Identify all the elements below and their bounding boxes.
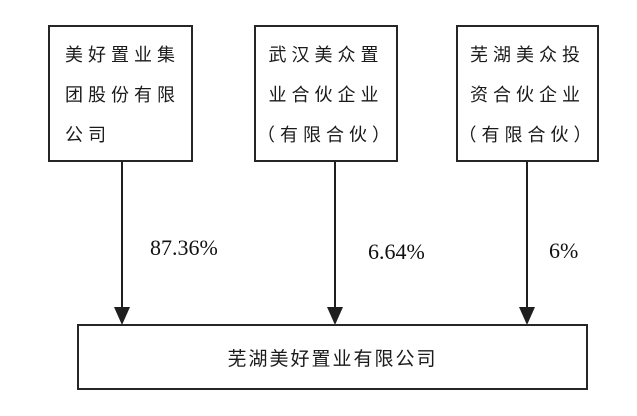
arrow-head-icon xyxy=(519,307,535,325)
shareholder-box-2: 武汉美众置 业合伙企业 （有限合伙） xyxy=(254,25,398,162)
shareholder-2-name-line-1: 武汉美众置 xyxy=(268,45,384,65)
ownership-percentage-2: 6.64% xyxy=(368,239,425,264)
shareholder-box-1: 美好置业集 团股份有限 公司 xyxy=(48,25,193,162)
shareholder-1-name-line-2: 团股份有限 xyxy=(65,85,180,105)
arrow-head-icon xyxy=(114,307,130,325)
ownership-arrow-1 xyxy=(114,161,130,325)
ownership-percentage-3: 6% xyxy=(549,238,579,263)
shareholder-1-name-line-3: 公司 xyxy=(65,125,111,145)
subsidiary-box: 芜湖美好置业有限公司 xyxy=(77,324,588,390)
shareholder-3-name-line-1: 芜湖美众投 xyxy=(470,45,585,65)
ownership-arrow-2 xyxy=(327,161,343,325)
ownership-arrow-3 xyxy=(519,161,535,325)
shareholder-3-name-line-2: 资合伙企业 xyxy=(470,85,585,105)
subsidiary-name: 芜湖美好置业有限公司 xyxy=(227,348,438,370)
ownership-percentage-1: 87.36% xyxy=(150,235,218,260)
shareholder-box-3: 芜湖美众投 资合伙企业 （有限合伙） xyxy=(456,25,599,162)
shareholder-2-name-line-3: （有限合伙） xyxy=(257,125,395,145)
arrow-head-icon xyxy=(327,307,343,325)
shareholder-1-name-line-1: 美好置业集 xyxy=(65,45,180,65)
shareholder-2-name-line-2: 业合伙企业 xyxy=(268,85,384,105)
shareholder-3-name-line-3: （有限合伙） xyxy=(458,125,597,145)
